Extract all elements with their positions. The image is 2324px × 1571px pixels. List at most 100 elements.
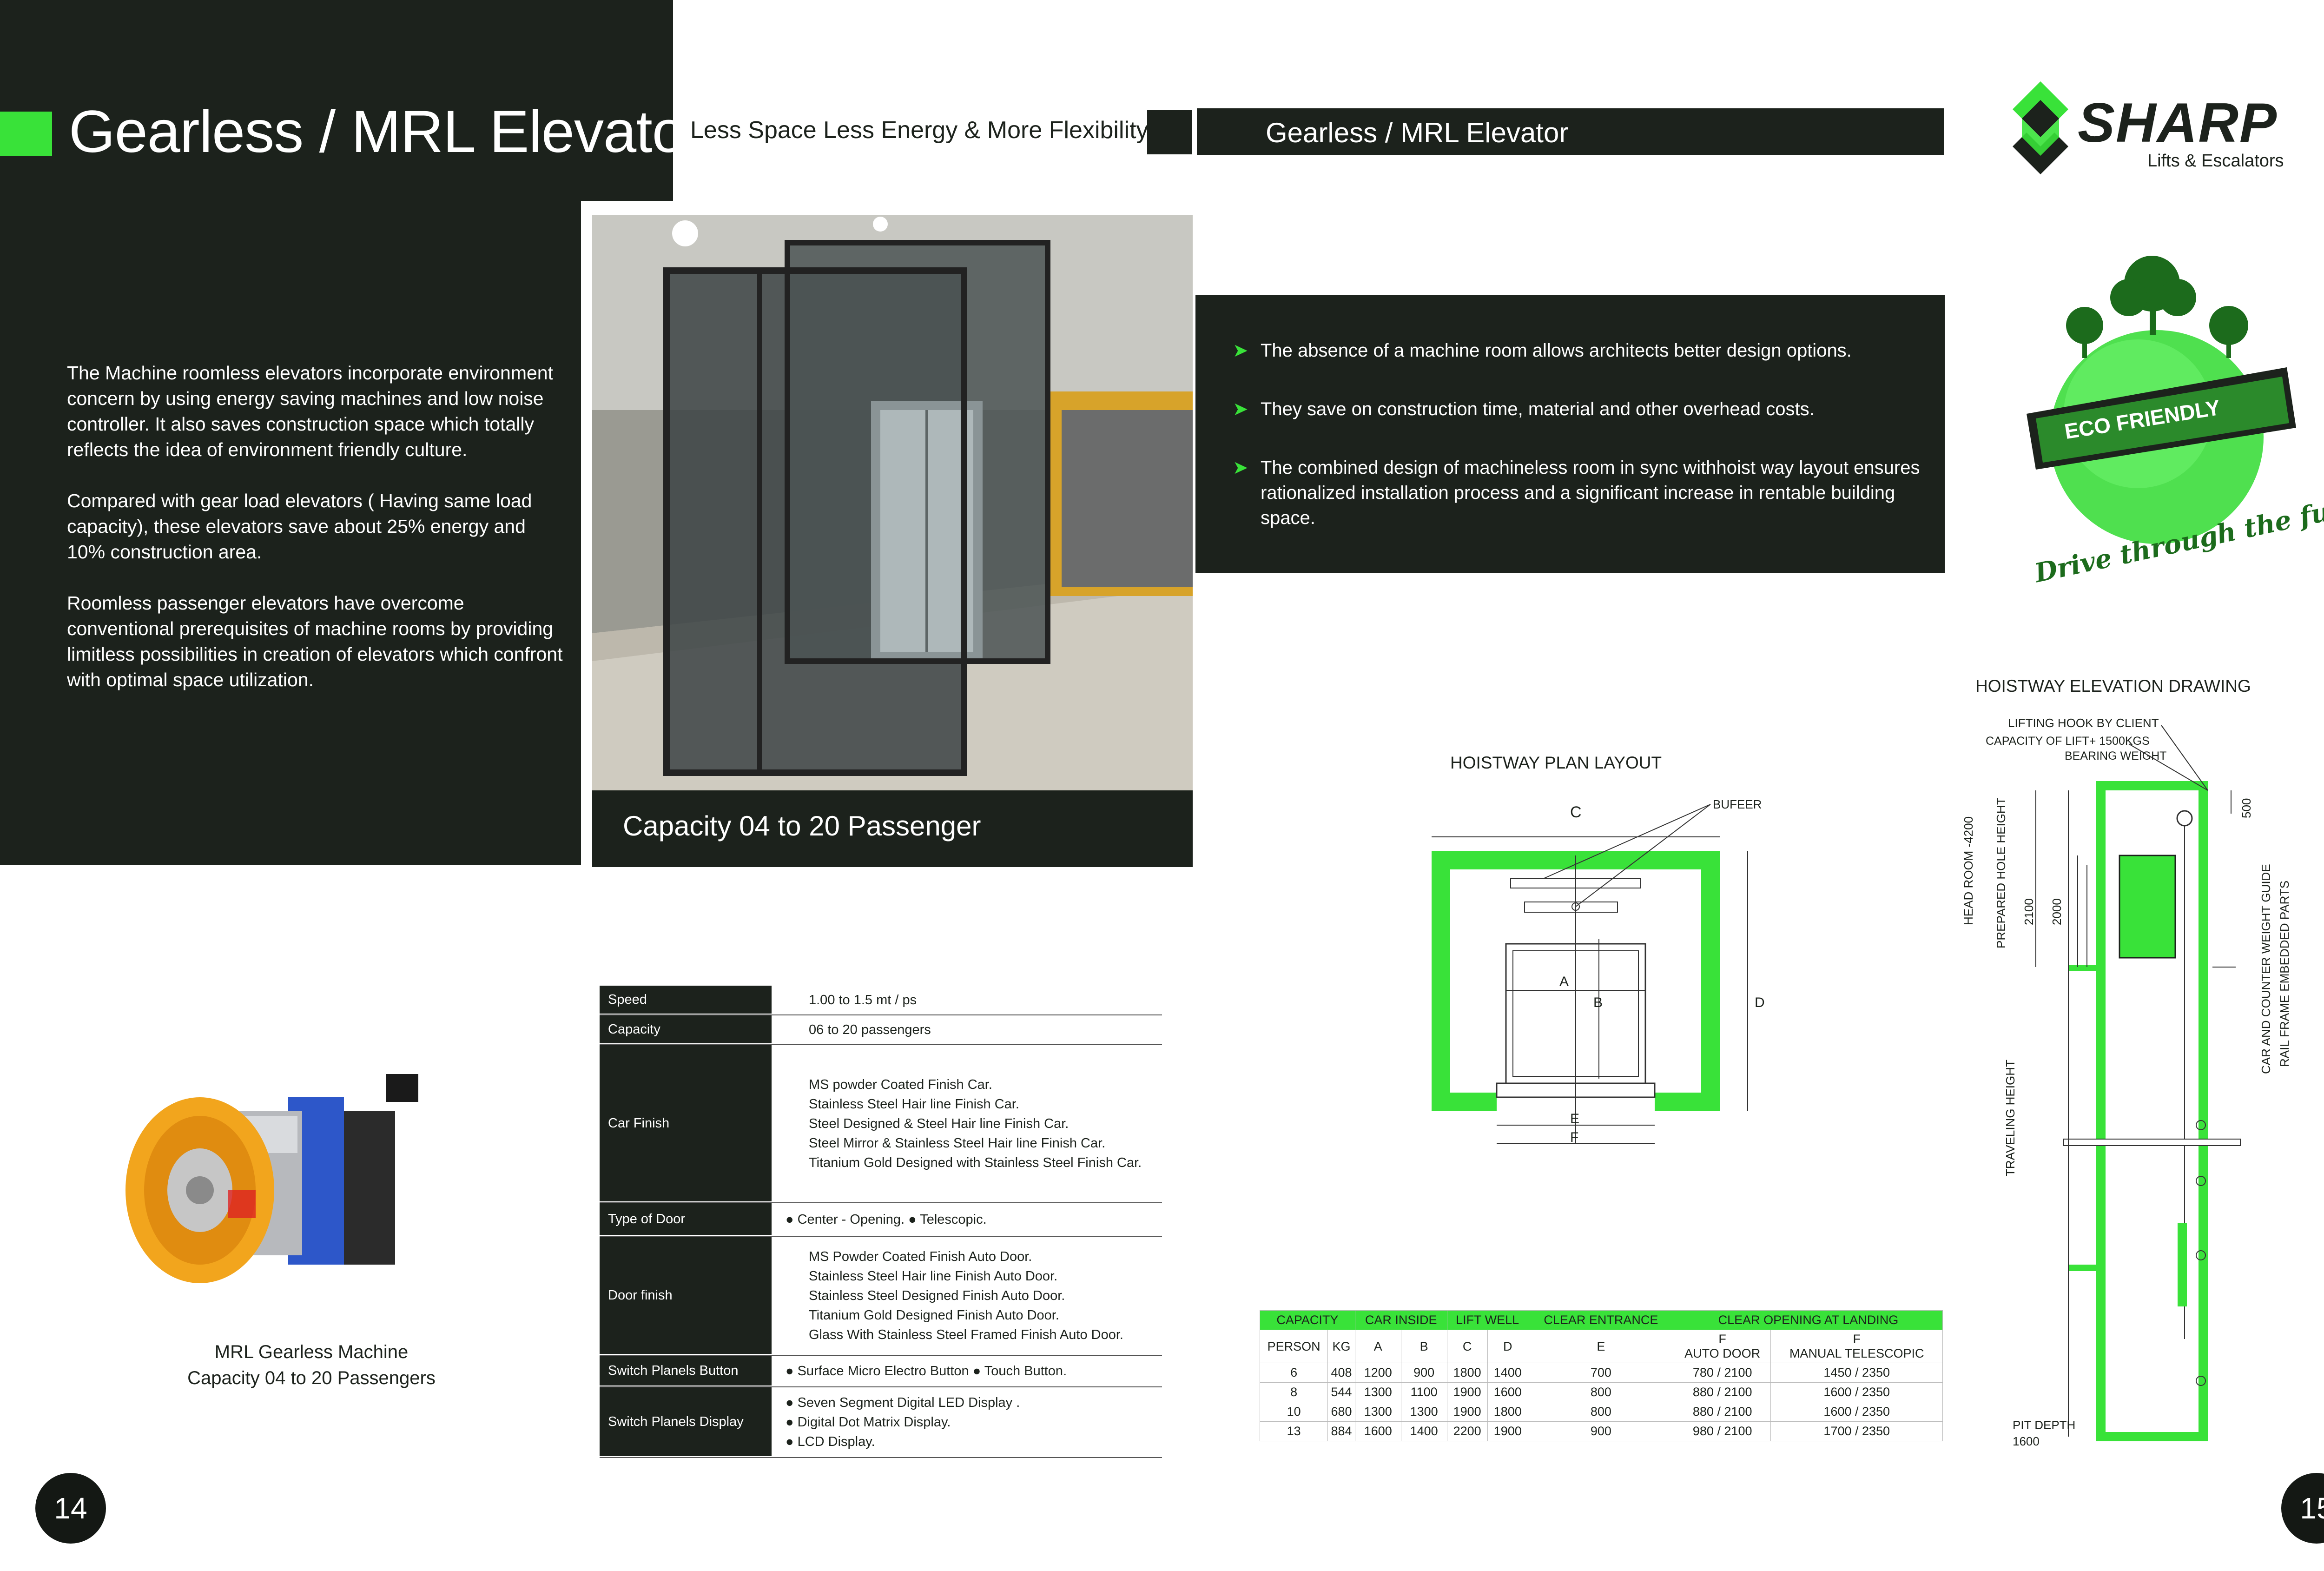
table-header-row: CAPACITY CAR INSIDE LIFT WELL CLEAR ENTR… [1260,1310,1943,1330]
spec-row: Door finish MS Powder Coated Finish Auto… [600,1237,1162,1356]
table-cell: 6 [1259,1363,1328,1383]
table-cell: 1300 [1400,1402,1447,1422]
table-cell: 10 [1259,1402,1328,1422]
spec-values: MS powder Coated Finish Car. Stainless S… [772,1045,1162,1202]
elevator-photo [592,215,1193,791]
table-header: CLEAR OPENING AT LANDING [1673,1310,1943,1330]
spec-value: Steel Designed & Steel Hair line Finish … [809,1116,1069,1131]
hoistway-elevation-drawing: LIFTING HOOK BY CLIENT CAPACITY OF LIFT+… [1952,707,2324,1465]
table-cell: 1800 [1446,1363,1488,1383]
sharp-logo: SHARP Lifts & Escalators [2008,81,2315,174]
spec-value: Titanium Gold Designed Finish Auto Door. [809,1308,1059,1323]
machine-caption-line: Capacity 04 to 20 Passengers [187,1368,436,1388]
spec-table: Speed 1.00 to 1.5 mt / ps Capacity 06 to… [600,986,1162,1458]
spec-values: ● Surface Micro Electro Button ● Touch B… [772,1356,1162,1386]
photo-caption-bar: Capacity 04 to 20 Passenger [592,790,1193,867]
f-label: F [1718,1332,1726,1346]
plan-label-f: F [1570,1130,1579,1145]
elevation-prepared-height: PREPARED HOLE HEIGHT [1994,797,2008,948]
plan-layout-title: HOISTWAY PLAN LAYOUT [1450,753,1662,772]
table-subheader: E [1527,1330,1674,1363]
table-cell: 8 [1259,1382,1328,1402]
intro-panel [0,200,581,865]
table-cell: 1900 [1446,1382,1488,1402]
table-subheader: C [1446,1330,1488,1363]
arrow-icon: ➤ [1233,399,1248,419]
table-cell: 884 [1327,1421,1355,1441]
plan-label-e: E [1570,1111,1580,1127]
table-cell: 900 [1527,1421,1674,1441]
benefit-item: ➤ The absence of a machine room allows a… [1233,338,1930,363]
table-subheader: KG [1327,1330,1355,1363]
table-cell: 1600 [1354,1421,1401,1441]
page-number: 14 [35,1473,106,1544]
spec-key: Type of Door [600,1203,772,1236]
table-cell: 1300 [1354,1382,1401,1402]
tagline-square [1147,110,1192,154]
arrow-icon: ➤ [1233,457,1248,478]
spec-value: 1.00 to 1.5 mt / ps [809,993,917,1008]
table-header: CAR INSIDE [1354,1310,1447,1330]
machine-caption: MRL Gearless Machine Capacity 04 to 20 P… [116,1339,507,1391]
elevation-dim: 2000 [2050,898,2064,925]
table-header: LIFT WELL [1446,1310,1528,1330]
spec-value: ● Digital Dot Matrix Display. [786,1415,951,1430]
spec-key: Switch Planels Display [600,1387,772,1457]
spec-key: Switch Planels Button [600,1356,772,1386]
table-cell: 1400 [1400,1421,1447,1441]
f-auto-label: AUTO DOOR [1684,1346,1761,1360]
table-cell: 1450 / 2350 [1770,1363,1943,1383]
intro-paragraph: Roomless passenger elevators have overco… [67,592,563,690]
table-cell: 900 [1400,1363,1447,1383]
elevation-traveling-height: TRAVELING HEIGHT [2003,1060,2017,1176]
elevation-guide-label: RAIL FRAME EMBEDDED PARTS [2278,880,2291,1067]
title-block [0,0,673,201]
dimensions-table: CAPACITY CAR INSIDE LIFT WELL CLEAR ENTR… [1259,1310,1943,1441]
table-cell: 1300 [1354,1402,1401,1422]
elevation-pit-value: 1600 [2013,1434,2040,1448]
spec-values: ● Center - Opening. ● Telescopic. [772,1203,1162,1236]
header-bar: Gearless / MRL Elevator [1197,108,1944,155]
spec-row: Switch Planels Display ● Seven Segment D… [600,1387,1162,1458]
table-subheader: PERSON [1259,1330,1328,1363]
spec-row: Capacity 06 to 20 passengers [600,1015,1162,1045]
table-cell: 408 [1327,1363,1355,1383]
table-subheader: A [1354,1330,1401,1363]
elevation-head-room: HEAD ROOM -4200 [1961,816,1975,925]
table-header: CLEAR ENTRANCE [1527,1310,1674,1330]
table-cell: 780 / 2100 [1673,1363,1771,1383]
table-cell: 1900 [1487,1421,1528,1441]
spec-row: Speed 1.00 to 1.5 mt / ps [600,986,1162,1015]
logo-brand: SHARP [2078,92,2278,154]
table-cell: 1600 / 2350 [1770,1402,1943,1422]
header-bar-title: Gearless / MRL Elevator [1266,117,1569,148]
elevation-dim: 2100 [2022,898,2036,925]
table-cell: 544 [1327,1382,1355,1402]
elevation-hook-label: LIFTING HOOK BY CLIENT [2008,716,2159,730]
spec-key: Capacity [600,1015,772,1044]
plan-label-d: D [1755,995,1765,1010]
spec-key: Speed [600,986,772,1014]
photo-caption: Capacity 04 to 20 Passenger [623,810,981,842]
spec-key: Car Finish [600,1045,772,1202]
table-header: CAPACITY [1260,1310,1355,1330]
table-cell: 13 [1259,1421,1328,1441]
sharp-logo-icon [2013,81,2068,174]
spec-value: Stainless Steel Designed Finish Auto Doo… [809,1288,1065,1303]
spec-value: Stainless Steel Hair line Finish Auto Do… [809,1269,1058,1284]
table-cell: 1800 [1487,1402,1528,1422]
benefit-text: The combined design of machineless room … [1261,457,1920,528]
elevation-capacity-label: BEARING WEIGHT [2065,749,2167,762]
spec-values: 1.00 to 1.5 mt / ps [772,986,1162,1014]
table-cell: 880 / 2100 [1673,1382,1771,1402]
spec-value: ● Seven Segment Digital LED Display . [786,1395,1020,1410]
table-cell: 800 [1527,1382,1674,1402]
elevation-capacity-label: CAPACITY OF LIFT+ 1500KGS [1986,735,2150,748]
intro-text: The Machine roomless elevators incorpora… [67,360,569,718]
table-cell: 880 / 2100 [1673,1402,1771,1422]
